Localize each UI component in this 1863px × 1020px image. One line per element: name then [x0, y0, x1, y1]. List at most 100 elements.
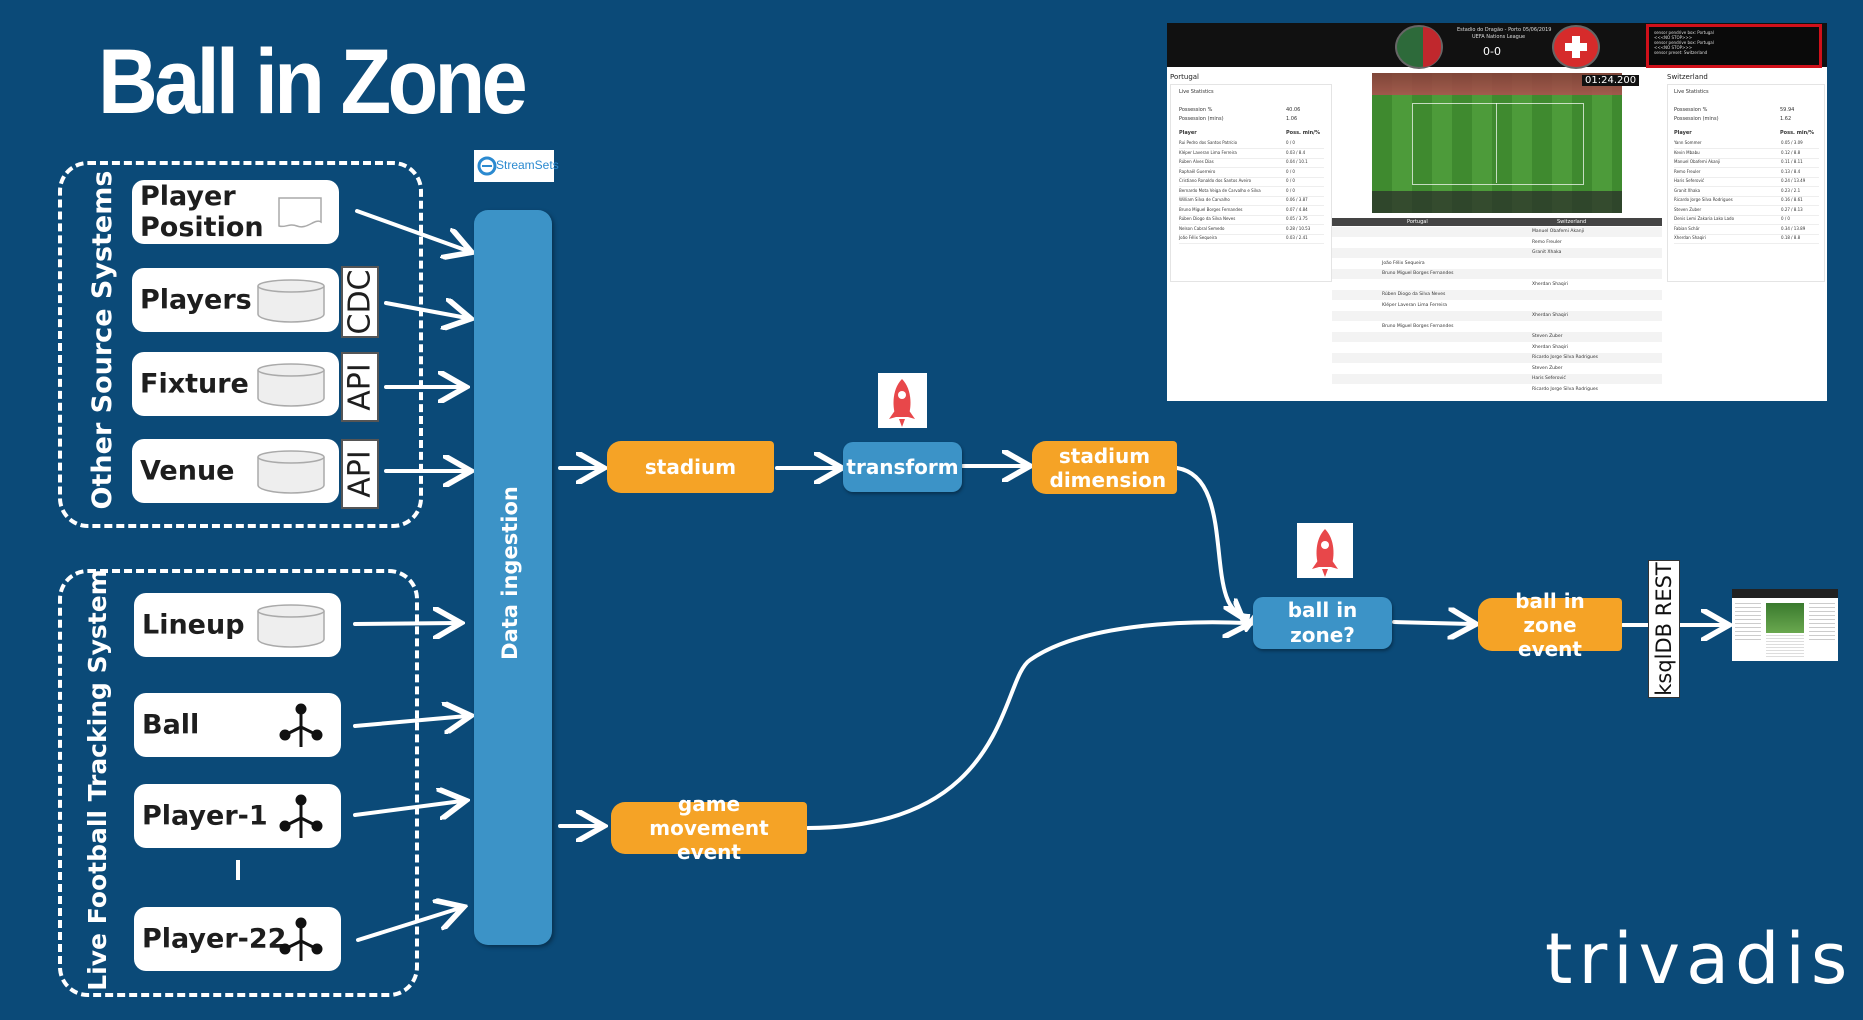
- table-row: João Félix Sequeira: [1332, 258, 1662, 269]
- other-source-systems-group: [58, 161, 423, 528]
- cdc-tag-label: CDC: [342, 269, 378, 335]
- table-row: Manuel Obafemi Akanji: [1332, 227, 1662, 237]
- table-row: Ricardo Jorge Silva Rodrigues: [1332, 353, 1662, 363]
- ksqldb-rest-label: ksqlDB REST: [1652, 562, 1676, 696]
- match-score: 0-0: [1483, 45, 1501, 58]
- table-row: Steven Zuber: [1332, 363, 1662, 374]
- table-row: Granit Xhaka: [1332, 248, 1662, 258]
- rocket-icon: [878, 373, 927, 428]
- topic-ball-in-zone-event[interactable]: ball in zone event: [1478, 589, 1622, 661]
- topic-game-movement-event[interactable]: game movement event: [611, 792, 807, 864]
- streamsets-logo: StreamSets: [474, 150, 559, 182]
- source-player22[interactable]: Player-22: [134, 907, 341, 971]
- table-row: Rúben Diogo da Silva Neves: [1332, 290, 1662, 300]
- source-player1-label: Player-1: [142, 800, 268, 832]
- data-ingestion-block[interactable]: Data ingestion: [474, 210, 552, 945]
- source-players[interactable]: Players: [132, 268, 339, 332]
- ksqldb-rest-tag: ksqlDB REST: [1648, 560, 1680, 698]
- cdc-tag: CDC: [341, 266, 379, 338]
- processor-ball-in-zone[interactable]: ball in zone?: [1253, 597, 1392, 649]
- streamsets-label: StreamSets: [496, 158, 559, 172]
- database-icon: [257, 604, 325, 648]
- match-info: Estadio do Dragão - Porto 05/06/2019: [1457, 27, 1552, 33]
- database-icon: [257, 279, 325, 323]
- topic-stadium[interactable]: stadium: [607, 441, 774, 493]
- source-venue[interactable]: Venue: [132, 439, 339, 503]
- source-lineup[interactable]: Lineup: [134, 593, 341, 657]
- api-tag-venue: API: [341, 439, 379, 509]
- source-player22-label: Player-22: [142, 923, 287, 955]
- topic-stadium-dimension[interactable]: stadium dimension: [1032, 441, 1177, 494]
- tracking-system-label: Live Football Tracking System: [83, 569, 112, 991]
- source-player-position[interactable]: Player Position: [132, 180, 339, 244]
- away-stats-panel: Live Statistics Possession % 59.94 Posse…: [1667, 84, 1825, 282]
- arrow-to-ballinzone-event: [1392, 622, 1472, 624]
- other-source-systems-label: Other Source Systems: [87, 170, 118, 510]
- topic-game-movement-label: game movement event: [649, 792, 769, 864]
- source-ball-label: Ball: [142, 709, 200, 741]
- arrow-ball: [353, 716, 467, 726]
- match-sub: UEFA Nations League: [1472, 34, 1526, 40]
- arrow-players: [384, 303, 467, 318]
- data-ingestion-label: Data ingestion: [498, 486, 522, 660]
- processor-ball-in-zone-label: ball in zone?: [1287, 598, 1358, 647]
- table-row: Kléper Laveran Lima Ferreira: [1332, 300, 1662, 311]
- portugal-flag-icon: [1395, 25, 1443, 69]
- table-row: Xherdan Shaqiri: [1332, 311, 1662, 321]
- table-row: Xherdan Shaqiri: [1332, 279, 1662, 290]
- stream-icon: [279, 703, 323, 747]
- source-venue-label: Venue: [140, 455, 235, 487]
- dashboard-header: Estadio do Dragão - Porto 05/06/2019 UEF…: [1167, 23, 1827, 69]
- arrow-movement-ballinzone: [806, 622, 1247, 830]
- api-tag-fixture: API: [341, 352, 379, 422]
- switzerland-flag-icon: [1552, 25, 1600, 69]
- home-stats-panel: Live Statistics Possession % 40.06 Posse…: [1170, 84, 1332, 282]
- processor-transform[interactable]: transform: [843, 442, 962, 492]
- source-player1[interactable]: Player-1: [134, 784, 341, 848]
- source-ball[interactable]: Ball: [134, 693, 341, 757]
- api-tag-fixture-label: API: [342, 363, 378, 411]
- dashboard-thumbnail[interactable]: [1732, 589, 1838, 661]
- home-team-name: Portugal: [1170, 73, 1199, 81]
- source-fixture[interactable]: Fixture: [132, 352, 339, 416]
- pitch-video[interactable]: 01:24.200: [1372, 73, 1640, 213]
- rocket-icon: [1297, 523, 1353, 578]
- dashboard-screenshot[interactable]: Estadio do Dragão - Porto 05/06/2019 UEF…: [1167, 23, 1827, 401]
- table-row: Xherdan Shaqiri: [1332, 342, 1662, 353]
- away-team-name: Switzerland: [1667, 73, 1708, 81]
- topic-stadium-dimension-label: stadium dimension: [1049, 443, 1167, 492]
- source-lineup-label: Lineup: [142, 609, 245, 641]
- source-player-position-label: Player Position: [140, 181, 264, 243]
- table-row: Bruno Miguel Borges Fernandes: [1332, 321, 1662, 332]
- source-fixture-label: Fixture: [140, 368, 249, 400]
- source-players-label: Players: [140, 284, 252, 316]
- arrow-player22: [356, 908, 460, 942]
- database-icon: [257, 363, 325, 407]
- trivadis-logo: trivadis: [1545, 918, 1854, 1000]
- arrow-dimension-ballinzone: [1175, 466, 1248, 624]
- table-row: Haris Seferović: [1332, 374, 1662, 384]
- tracking-system-group: [58, 569, 419, 997]
- arrow-player-position: [355, 209, 468, 251]
- events-table: Portugal Switzerland Manuel Obafemi Akan…: [1332, 218, 1662, 401]
- topic-stadium-label: stadium: [644, 455, 737, 479]
- match-clock: 01:24.200: [1582, 75, 1640, 86]
- stream-icon: [279, 917, 323, 961]
